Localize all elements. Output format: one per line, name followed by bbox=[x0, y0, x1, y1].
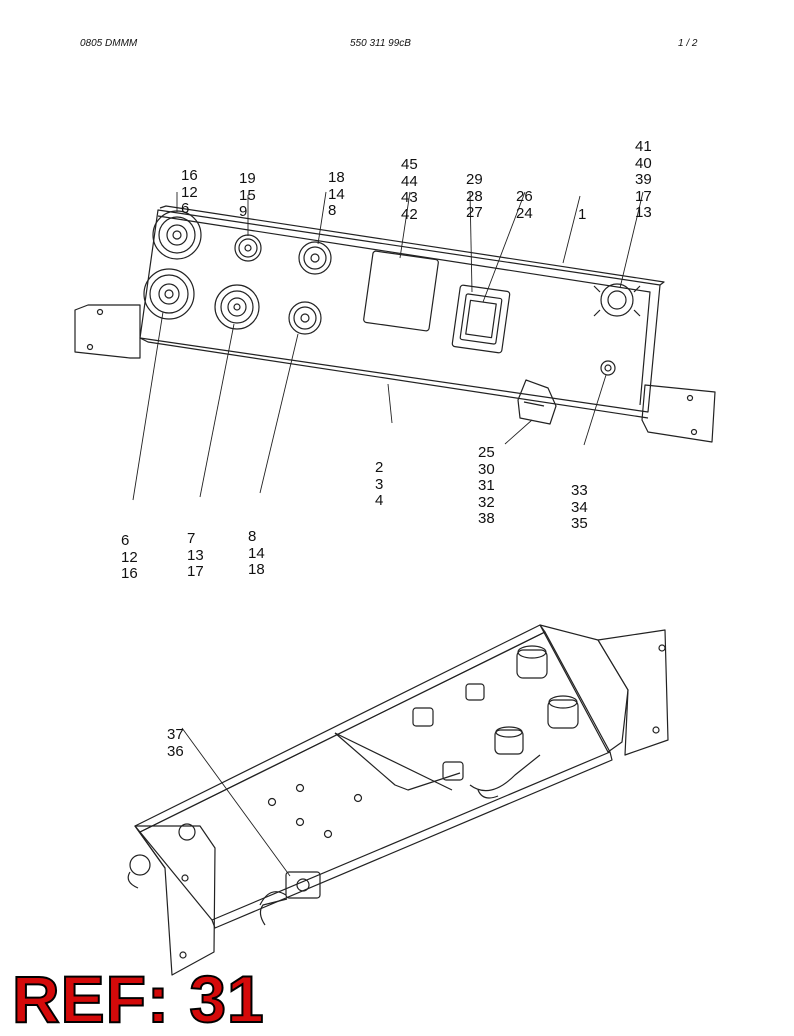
right-end-plate bbox=[597, 629, 669, 756]
clamp-36 bbox=[259, 871, 321, 926]
channel-floor bbox=[139, 631, 611, 921]
connector-medium-8 bbox=[288, 301, 322, 335]
right-end-flange bbox=[539, 624, 629, 753]
bottom-bracket-assembly bbox=[127, 624, 669, 976]
channel-back-wall bbox=[134, 624, 546, 833]
main-plate bbox=[139, 209, 661, 413]
left-end-plate bbox=[134, 825, 216, 976]
connector-large-bottom-left bbox=[143, 268, 195, 320]
connector-medium-18 bbox=[298, 241, 332, 275]
ref-label: REF: 31 bbox=[11, 962, 265, 1036]
callout-plate-1: 1 bbox=[578, 206, 587, 223]
top-bracket-assembly bbox=[74, 191, 716, 501]
window-frame-27 bbox=[451, 284, 511, 354]
right-mount-tab bbox=[641, 384, 716, 443]
left-mount-tab bbox=[74, 304, 141, 359]
connector-small-19 bbox=[234, 234, 262, 262]
cover-plate-42 bbox=[363, 250, 439, 332]
connector-large-7 bbox=[214, 284, 260, 330]
valve-assembly-13 bbox=[593, 283, 641, 317]
header-part-number: 550 311 99cB bbox=[350, 38, 411, 49]
clip-25 bbox=[517, 379, 557, 425]
header-doc-code: 0805 DMMM bbox=[80, 38, 138, 49]
floor-fittings bbox=[267, 645, 579, 839]
plug-33 bbox=[600, 360, 616, 376]
header-page-number: 1 / 2 bbox=[678, 38, 698, 49]
left-fittings bbox=[127, 823, 196, 889]
